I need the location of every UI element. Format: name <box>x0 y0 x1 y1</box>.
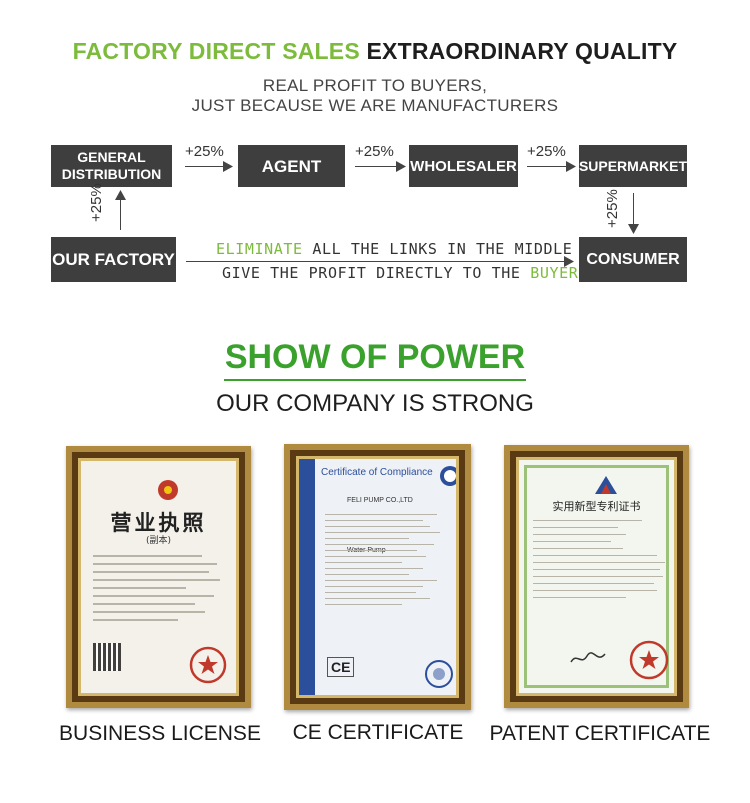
power-subtitle: OUR COMPANY IS STRONG <box>216 390 534 417</box>
arrow-down-line <box>633 193 634 226</box>
ce-text-lines <box>319 509 456 610</box>
arrow-right-icon <box>396 161 406 172</box>
patent-red-seal-icon <box>629 640 669 680</box>
ecm-logo-icon <box>440 466 456 486</box>
subline-2: JUST BECAUSE WE ARE MANUFACTURERS <box>191 96 559 115</box>
headline-dark: EXTRAORDINARY QUALITY <box>366 38 678 64</box>
ce-certificate-caption: CE CERTIFICATE <box>292 721 464 744</box>
arrow-line-1 <box>185 166 225 167</box>
patent-green-border <box>524 465 669 688</box>
ce-mark: CE <box>327 657 355 677</box>
middle-line-2-green: BUYER <box>530 264 579 282</box>
arrow-line-2 <box>355 166 397 167</box>
power-title: SHOW OF POWER <box>224 338 526 376</box>
box-consumer: CONSUMER <box>579 237 687 282</box>
subline-1: REAL PROFIT TO BUYERS, <box>262 76 488 95</box>
markup-label-1: +25% <box>185 143 224 160</box>
ce-side-band <box>299 459 315 695</box>
signature-icon <box>570 652 606 663</box>
business-license-caption: BUSINESS LICENSE <box>59 722 261 745</box>
ce-doc-title: Certificate of Compliance <box>321 467 433 478</box>
patent-doc-title: 实用新型专利证书 <box>552 500 641 513</box>
business-license-doc-title: 营业执照 <box>110 510 207 535</box>
qr-code-icon <box>93 643 121 671</box>
box-general-distribution: GENERAL DISTRIBUTION <box>51 145 172 187</box>
box-agent: AGENT <box>238 145 345 187</box>
box-wholesaler: WHOLESALER <box>409 145 518 187</box>
middle-line-1: ELIMINATE ALL THE LINKS IN THE MIDDLE <box>216 240 572 258</box>
headline-green: FACTORY DIRECT SALES <box>72 38 360 64</box>
headline: FACTORY DIRECT SALES EXTRAORDINARY QUALI… <box>0 38 750 65</box>
patent-logo-icon <box>595 476 617 494</box>
middle-line-2: GIVE THE PROFIT DIRECTLY TO THE BUYER <box>222 264 578 282</box>
arrow-line-3 <box>527 166 567 167</box>
red-seal-icon <box>189 646 227 684</box>
arrow-right-icon <box>564 256 574 267</box>
middle-line-1-green: ELIMINATE <box>216 240 303 258</box>
license-text-lines <box>81 549 236 627</box>
arrow-down-icon <box>628 224 639 234</box>
ce-company: FELI PUMP CO.,LTD <box>347 497 413 504</box>
arrow-right-icon <box>223 161 233 172</box>
markup-label-3: +25% <box>527 143 566 160</box>
box-general-distribution-line2: DISTRIBUTION <box>61 166 162 182</box>
box-supermarket: SUPERMARKET <box>579 145 687 187</box>
markup-label-2: +25% <box>355 143 394 160</box>
ce-certificate-frame: Certificate of Compliance FELI PUMP CO.,… <box>284 444 471 710</box>
business-license-doc-sub: (副本) <box>145 536 172 546</box>
arrow-right-icon <box>566 161 576 172</box>
patent-text-lines <box>525 514 674 604</box>
middle-line-1-rest: ALL THE LINKS IN THE MIDDLE <box>302 240 573 258</box>
box-general-distribution-line1: GENERAL <box>77 149 146 165</box>
arrow-up-line <box>120 196 121 230</box>
business-license-frame: 营业执照 (副本) <box>66 446 251 708</box>
patent-certificate-frame: 实用新型专利证书 <box>504 445 689 708</box>
markup-label-up: +25% <box>88 183 105 222</box>
power-underline <box>224 379 526 381</box>
emblem-icon <box>158 480 178 500</box>
ce-seal-icon <box>425 660 453 688</box>
patent-certificate-caption: PATENT CERTIFICATE <box>489 722 711 745</box>
middle-line-2-rest: GIVE THE PROFIT DIRECTLY TO THE <box>222 264 531 282</box>
arrow-up-icon <box>115 190 126 200</box>
markup-label-down: +25% <box>604 189 621 228</box>
box-our-factory: OUR FACTORY <box>51 237 176 282</box>
direct-arrow-line <box>186 261 566 262</box>
